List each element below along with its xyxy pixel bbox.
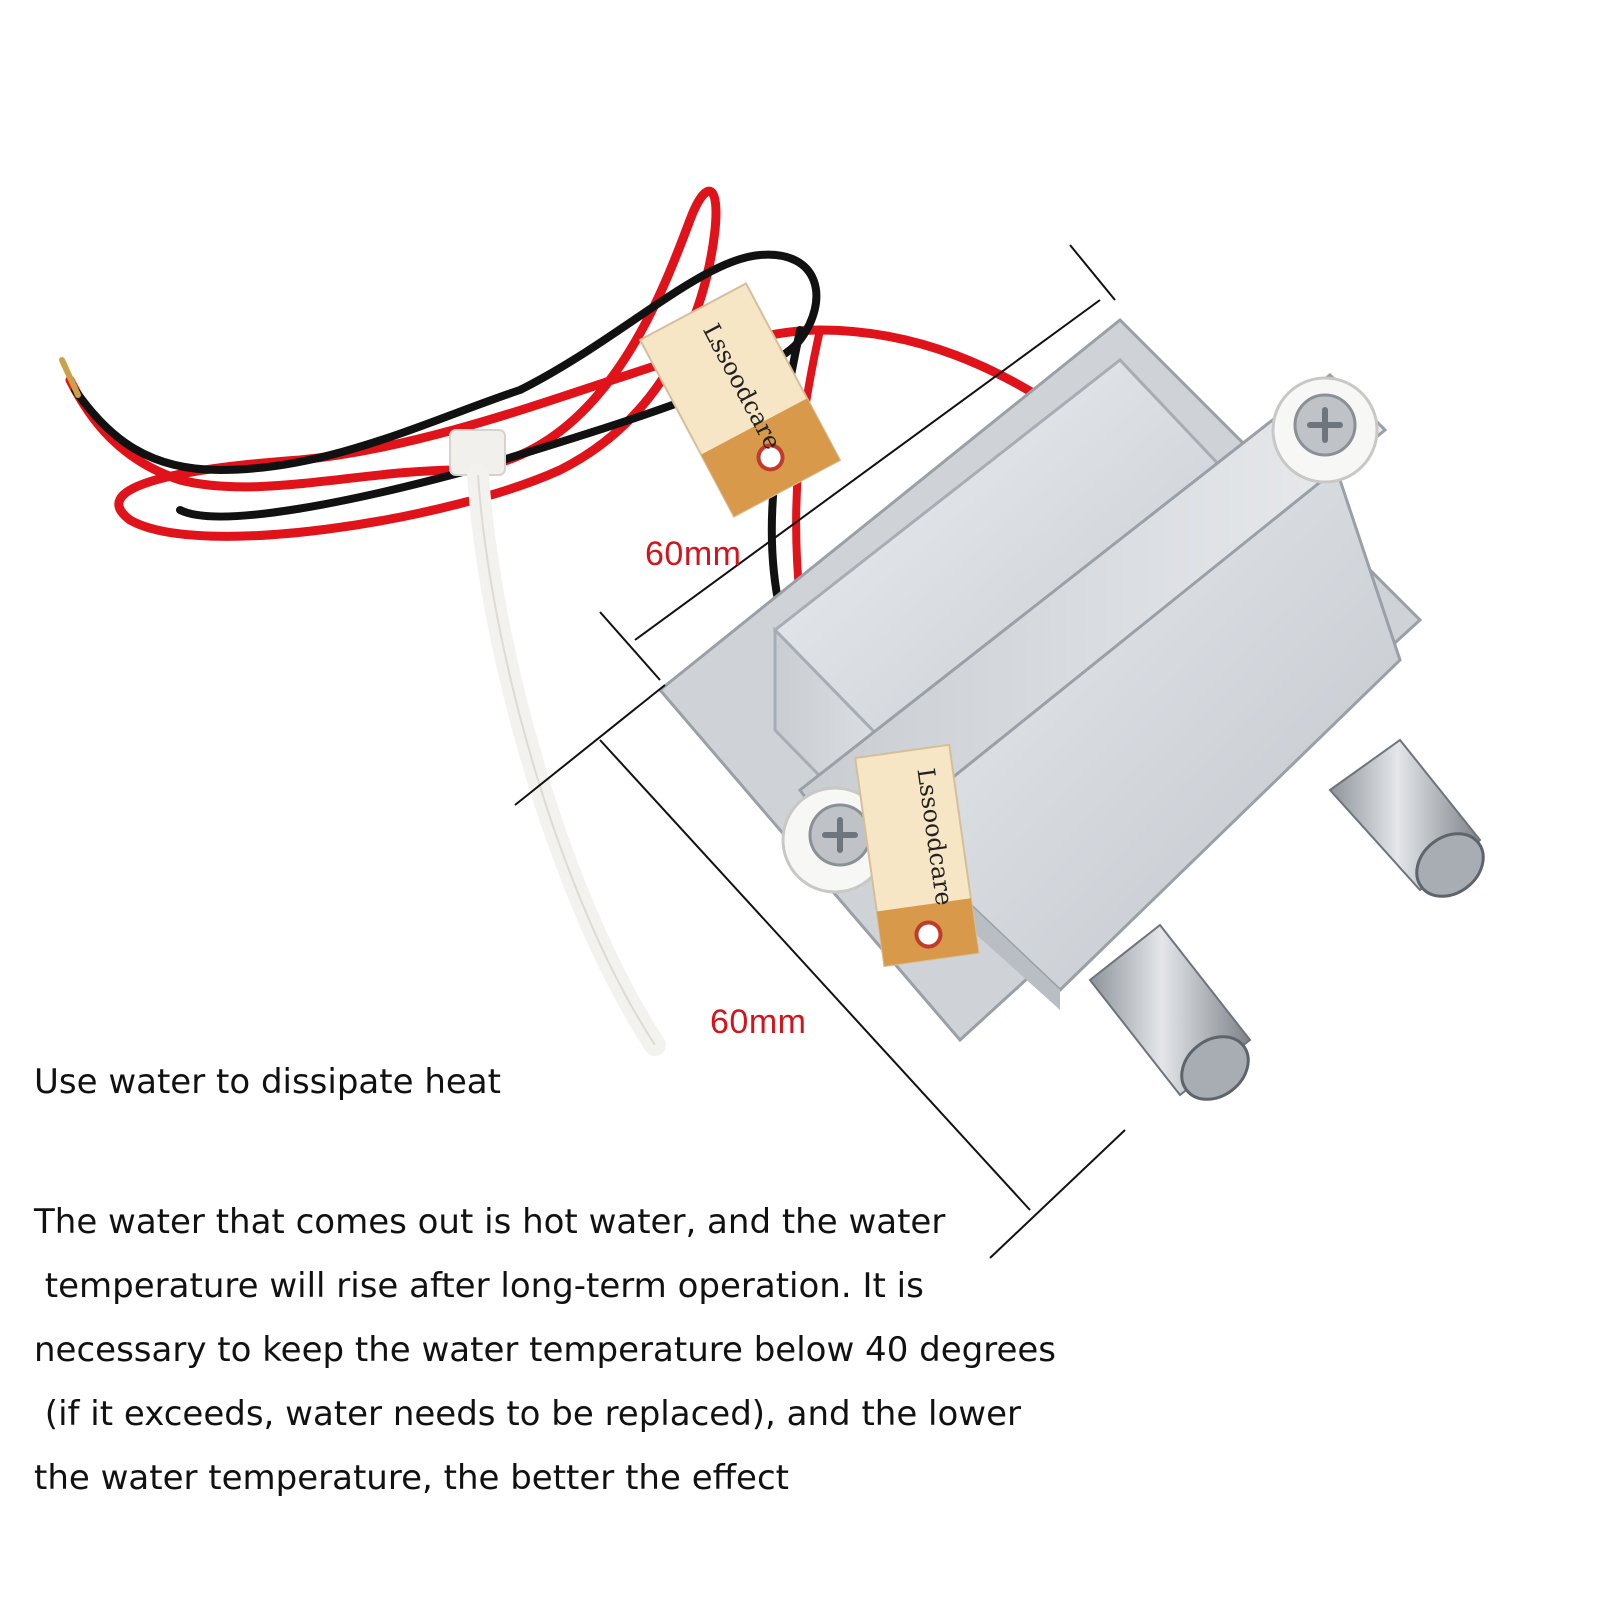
dim-line-top bbox=[634, 299, 1101, 641]
water-pipe-left bbox=[1088, 923, 1252, 1101]
dim-tick-bottom-right bbox=[989, 1129, 1126, 1259]
dimension-lines bbox=[514, 244, 1126, 1259]
caption-description: The water that comes out is hot water, a… bbox=[34, 1190, 1134, 1510]
label-tag-upper: Lssoodcare bbox=[638, 282, 842, 518]
screw-bottom bbox=[781, 786, 889, 894]
dim-tick-top-right bbox=[1069, 244, 1116, 301]
caption-line: the water temperature, the better the ef… bbox=[34, 1458, 789, 1498]
caption-heading: Use water to dissipate heat bbox=[34, 1062, 501, 1102]
water-pipe-right bbox=[1328, 738, 1485, 898]
dim-tick-bottom-left bbox=[514, 684, 666, 806]
wire-tip bbox=[59, 357, 81, 398]
screw-top bbox=[1271, 376, 1379, 484]
cable-tie bbox=[449, 429, 666, 1056]
caption-line: temperature will rise after long-term op… bbox=[34, 1266, 924, 1306]
dimension-label-top: 60mm bbox=[645, 535, 742, 573]
caption-line: (if it exceeds, water needs to be replac… bbox=[34, 1394, 1021, 1434]
red-wire bbox=[65, 186, 1065, 541]
label-tag-lower: Lssoodcare bbox=[854, 743, 980, 968]
caption-line: necessary to keep the water temperature … bbox=[34, 1330, 1056, 1370]
caption-line: The water that comes out is hot water, a… bbox=[34, 1202, 946, 1242]
dim-line-bottom bbox=[599, 739, 1031, 1211]
dimension-label-bottom: 60mm bbox=[710, 1003, 807, 1041]
dim-tick-top-left bbox=[599, 611, 661, 681]
